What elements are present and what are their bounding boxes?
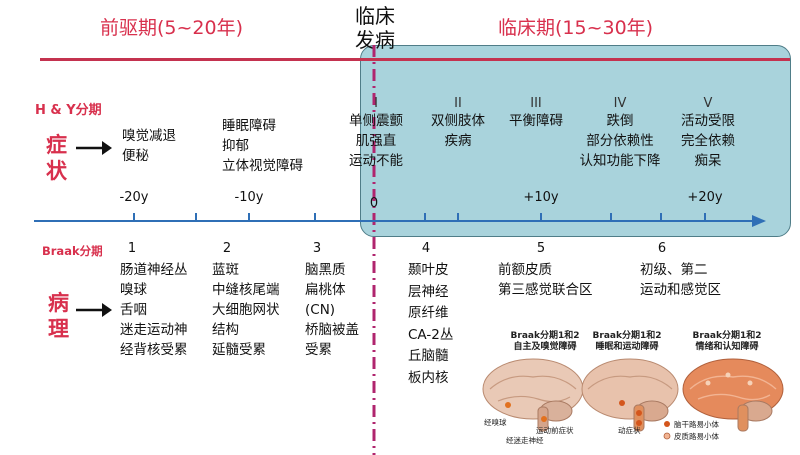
hy-stage-4: IV 跌倒 部分依赖性 认知功能下降: [579, 96, 661, 169]
pathology-arrow-icon: [76, 303, 112, 317]
time-tick-zero: 0: [369, 196, 379, 211]
braak-stage-4: 4 颞叶皮 层神经 原纤维 CA-2丛 丘脑髓 板内核: [408, 241, 454, 386]
brain-1-label-olfactory: 经嗅球: [484, 418, 507, 427]
hy-stage-label: H & Y分期: [35, 103, 102, 118]
braak-stage-label: Braak分期: [42, 244, 103, 258]
brain-3-title: Braak分期1和2 情绪和认知障碍: [692, 331, 762, 352]
prodromal-symptoms-early: 嗅觉减退 便秘: [122, 128, 176, 164]
header-divider: [40, 58, 790, 61]
hy-stage-2: II 双侧肢体 疾病: [431, 96, 485, 149]
time-tick-minus10: -10y: [234, 190, 264, 205]
onset-dashed-line: [372, 45, 376, 455]
time-tick-minus20: -20y: [119, 190, 149, 205]
brain-1-label-vagus: 经迷走神经: [506, 436, 544, 445]
braak-stage-1: 1 肠道神经丛 嗅球 舌咽 迷走运动神 经背核受累: [120, 241, 188, 358]
onset-title: 临床 发病: [355, 4, 395, 52]
brain-illustrations: Braak分期1和2 自主及嗅觉障碍 经嗅球 运动前症状 经迷走神经 Braak…: [472, 327, 792, 453]
brain-2-label-motor: 动症状: [618, 426, 641, 435]
time-tick-plus20: +20y: [687, 190, 723, 205]
hy-stage-5: V 活动受限 完全依赖 痴呆: [681, 96, 735, 169]
hy-stage-3: III 平衡障碍: [509, 96, 563, 129]
symptom-label: 症 状: [46, 133, 67, 183]
braak-stage-6: 6 初级、第二 运动和感觉区: [640, 241, 721, 298]
brain-1-image: [482, 358, 584, 432]
prodromal-symptoms-late: 睡眠障碍 抑郁 立体视觉障碍: [222, 118, 303, 174]
braak-stage-3: 3 脑黑质 扁桃体 (CN) 桥脑被盖 受累: [305, 241, 359, 358]
clinical-period-box: [360, 45, 791, 237]
brain-2-title: Braak分期1和2 睡眠和运动障碍: [592, 331, 662, 352]
braak-stage-2: 2 蓝斑 中缝核尾端 大细胞网状 结构 延髓受累: [212, 241, 280, 358]
brain-1-title: Braak分期1和2 自主及嗅觉障碍: [510, 331, 580, 352]
braak-stage-5: 5 前额皮质 第三感觉联合区: [498, 241, 593, 298]
hy-stage-1: I 单侧震颤 肌强直 运动不能: [349, 96, 403, 169]
brain-1-label-premotor: 运动前症状: [536, 426, 574, 435]
pathology-label: 病 理: [48, 291, 69, 341]
time-tick-plus10: +10y: [523, 190, 559, 205]
legend-cortical-lewy: 皮质路易小体: [674, 432, 719, 441]
legend-brainstem-lewy: 脑干路易小体: [674, 420, 719, 429]
legend-dots-icon: [663, 421, 671, 440]
symptom-arrow-icon: [76, 141, 112, 155]
timeline-axis: [34, 213, 766, 227]
prodromal-phase-title: 前驱期(5~20年): [100, 17, 244, 39]
brain-3-image: [682, 358, 784, 432]
brain-2-image: [581, 358, 679, 432]
clinical-phase-title: 临床期(15~30年): [498, 17, 654, 39]
